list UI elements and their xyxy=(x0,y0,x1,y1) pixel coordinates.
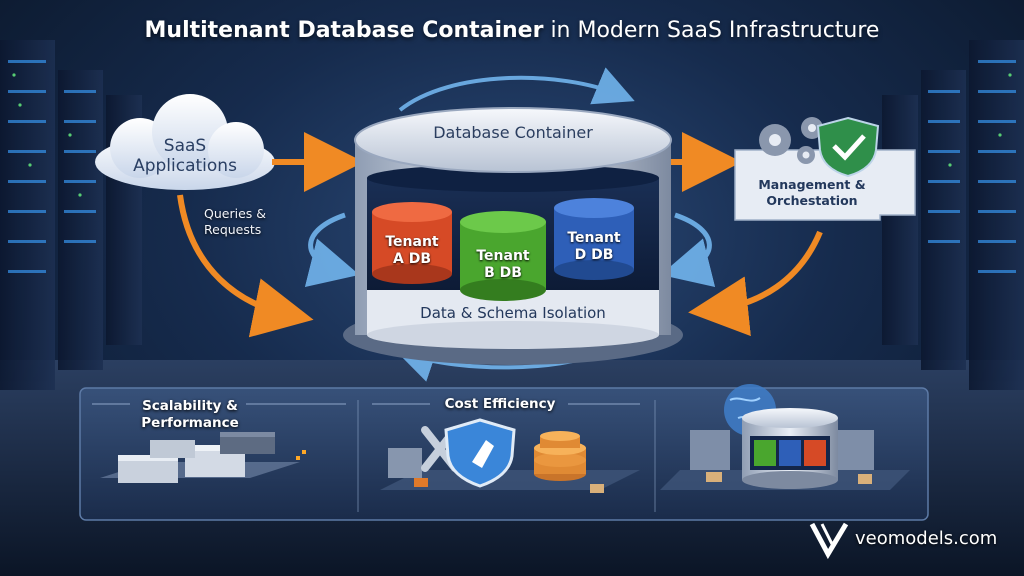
arrow-queries-curve xyxy=(177,194,314,338)
arrow-management-curve xyxy=(688,230,823,337)
tenant-b-cylinder xyxy=(460,211,546,301)
management-line1: Management & xyxy=(758,177,866,192)
global-container-illustration xyxy=(660,384,910,490)
queries-line1: Queries & xyxy=(204,206,266,221)
right-server-racks xyxy=(882,40,1024,390)
management-line2: Orchestation xyxy=(766,193,858,208)
veomodels-logo-icon xyxy=(809,522,849,560)
panel-scalability-line2: Performance xyxy=(141,415,239,431)
cloud-label-line2: Applications xyxy=(133,156,237,176)
container-title: Database Container xyxy=(433,123,593,142)
tenant-d-cylinder xyxy=(554,198,634,280)
management-box xyxy=(734,149,916,221)
tenant-b-label: Tenant B DB xyxy=(468,248,538,282)
management-label: Management & Orchestation xyxy=(742,177,882,209)
watermark-text: veomodels.com xyxy=(855,528,998,549)
tenant-a-line2: A DB xyxy=(392,251,431,267)
queries-line2: Requests xyxy=(204,222,262,237)
arrow-swirl-top xyxy=(398,67,635,112)
tenant-d-label: Tenant D DB xyxy=(560,230,628,264)
coin-stack-icon xyxy=(534,431,586,481)
isolation-label: Data & Schema Isolation xyxy=(420,304,606,322)
cloud-label-line1: SaaS xyxy=(163,136,207,156)
tenant-d-line2: D DB xyxy=(574,247,614,263)
arrow-swirl-right xyxy=(660,212,716,287)
tenant-d-line1: Tenant xyxy=(567,230,621,246)
panel-scalability-title: Scalability & Performance xyxy=(120,398,260,432)
title-bold: Multitenant Database Container xyxy=(144,18,544,43)
page-title: Multitenant Database Container in Modern… xyxy=(0,18,1024,43)
tenant-a-label: Tenant A DB xyxy=(378,234,446,268)
tenant-a-cylinder xyxy=(372,202,452,284)
panel-cost-title: Cost Efficiency xyxy=(430,396,570,413)
title-rest: in Modern SaaS Infrastructure xyxy=(543,18,880,43)
panel-scalability-line1: Scalability & xyxy=(142,398,238,414)
shield-check-icon xyxy=(816,116,880,178)
left-server-racks xyxy=(0,40,142,390)
queries-label: Queries & Requests xyxy=(204,206,266,238)
tenant-b-line1: Tenant xyxy=(476,248,530,264)
panel-cost-line1: Cost Efficiency xyxy=(444,396,556,412)
arrow-swirl-left xyxy=(304,212,360,287)
server-stack-illustration xyxy=(100,432,306,483)
tenant-b-line2: B DB xyxy=(484,265,522,281)
tenant-a-line1: Tenant xyxy=(385,234,439,250)
cost-efficiency-illustration xyxy=(380,418,640,493)
cloud-shape xyxy=(95,94,275,190)
cloud-label: SaaS Applications xyxy=(100,136,270,176)
